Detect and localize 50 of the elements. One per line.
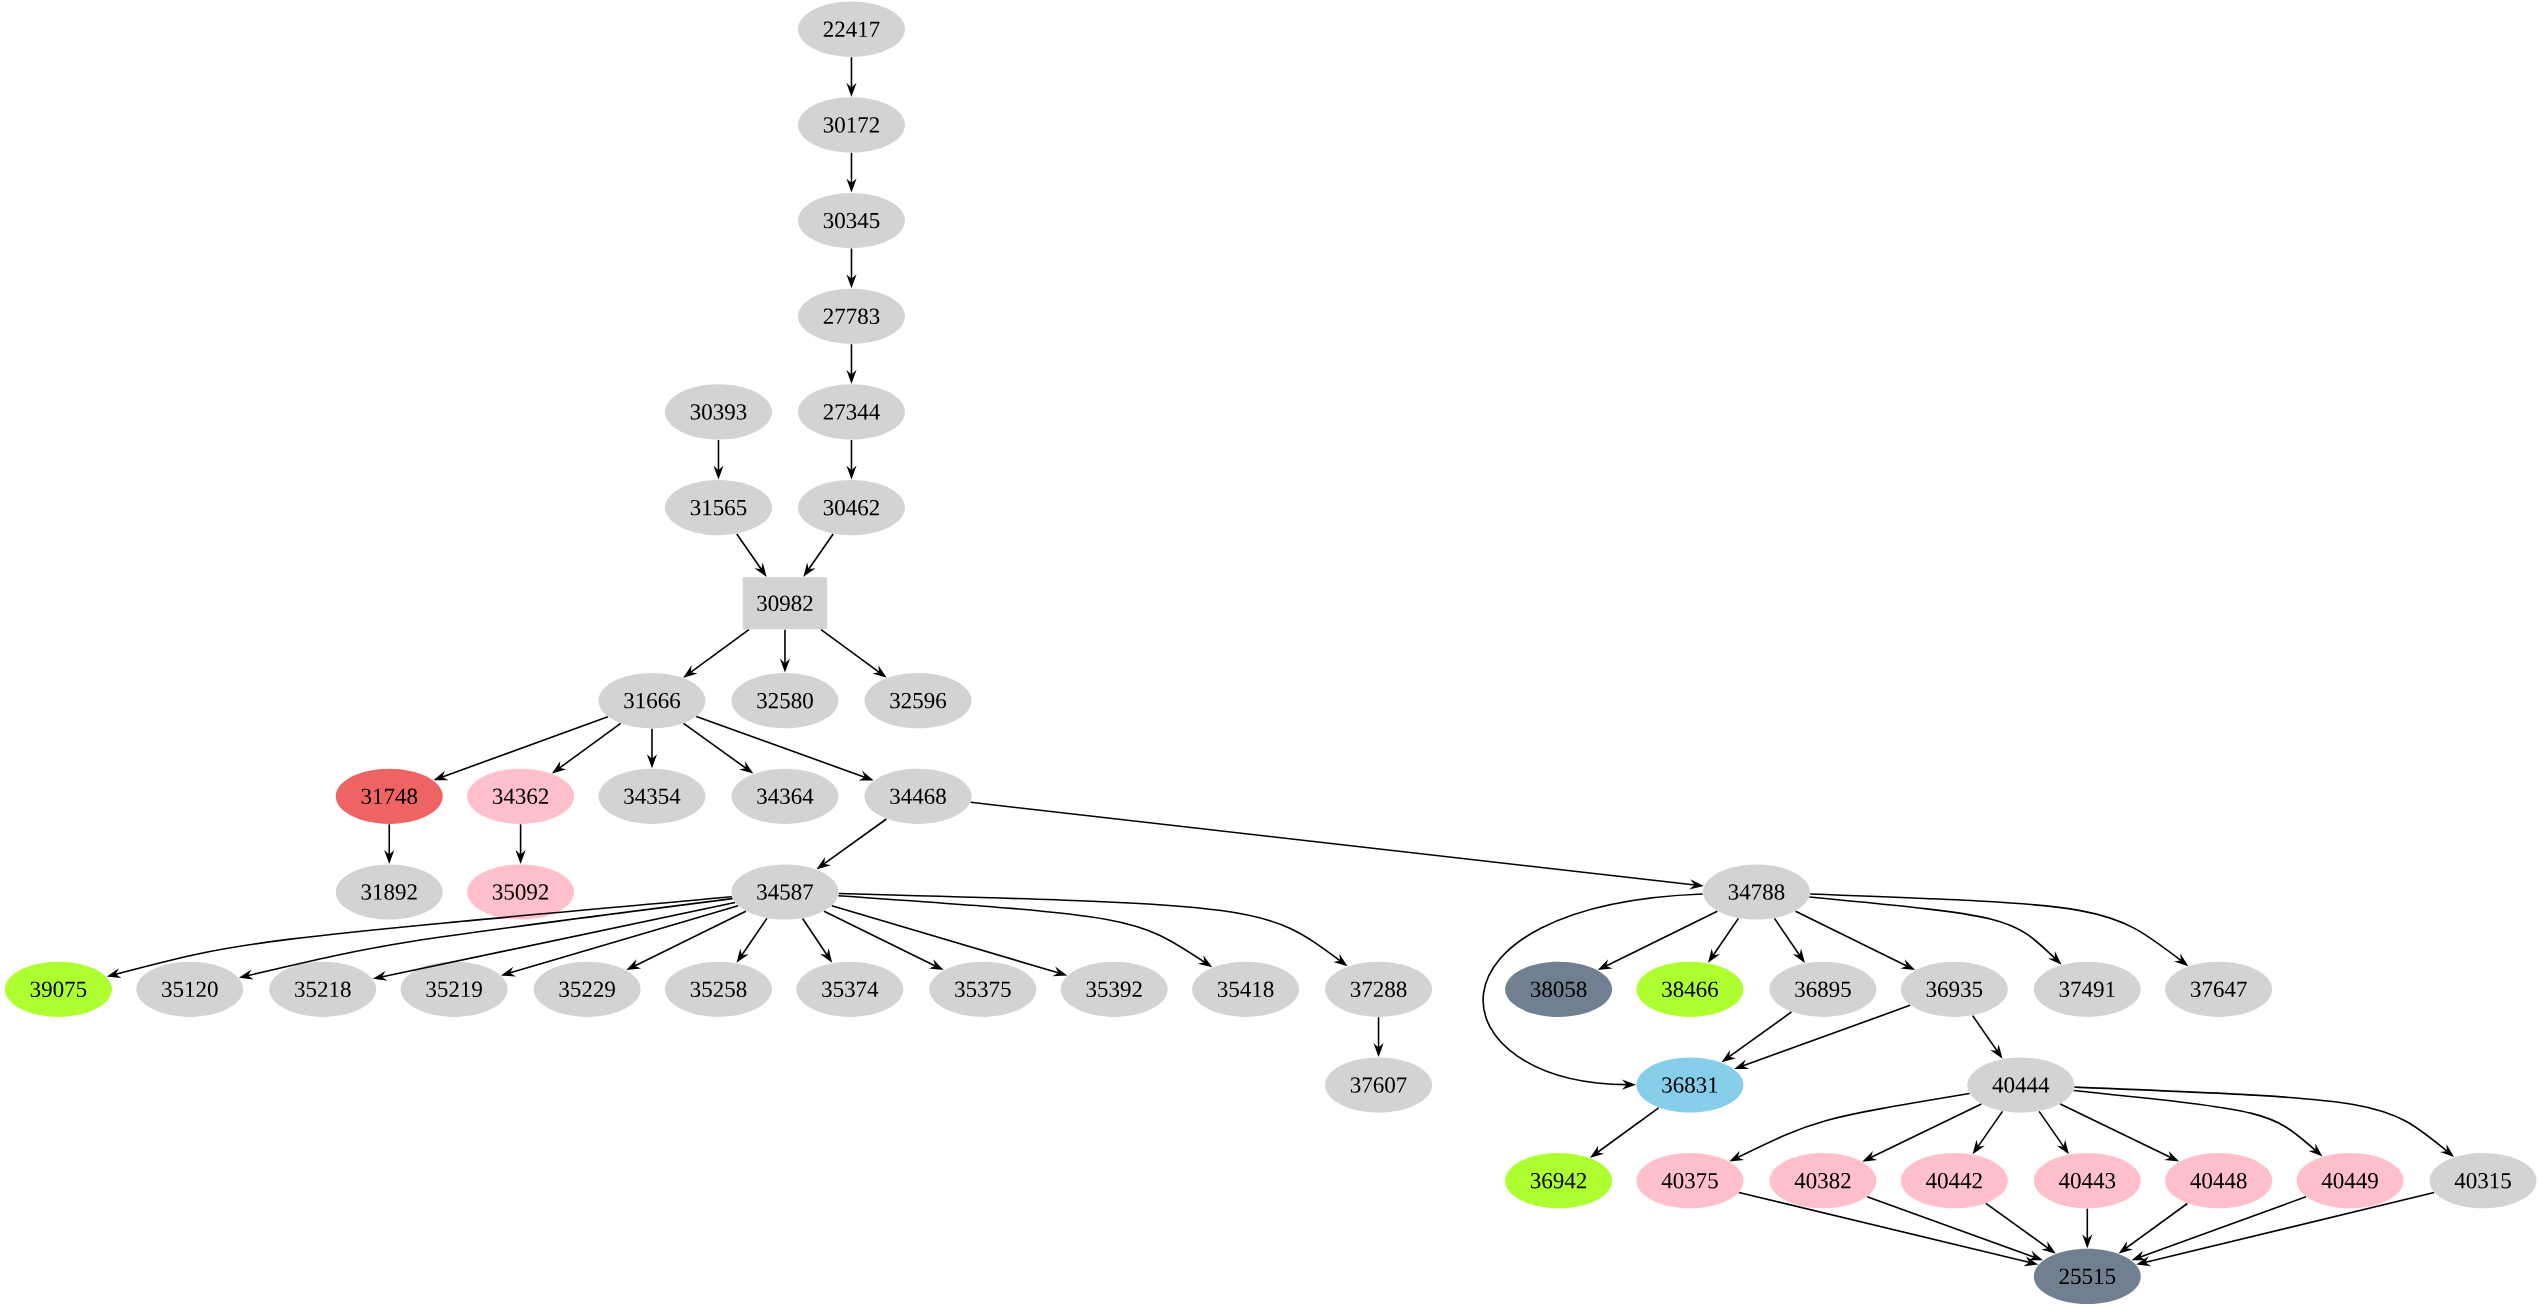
ellipse-node: 40315 [2429, 1153, 2537, 1209]
ellipse-node: 37607 [1325, 1057, 1433, 1113]
ellipse-node: 40442 [1900, 1153, 2008, 1209]
ellipse-node: 27783 [797, 288, 905, 344]
ellipse-node: 34587 [731, 864, 839, 920]
ellipse-node: 36935 [1900, 961, 2008, 1017]
ellipse-node: 36942 [1505, 1153, 1613, 1209]
ellipse-node: 34468 [864, 768, 972, 824]
ellipse-node: 30462 [797, 479, 905, 536]
ellipse-node: 35374 [796, 961, 904, 1017]
ellipse-node: 40444 [1967, 1057, 2075, 1113]
ellipse-node: 37647 [2165, 961, 2273, 1017]
ellipse-node: 31748 [335, 768, 443, 824]
ellipse-node: 34788 [1702, 864, 1810, 920]
ellipse-node: 38058 [1505, 961, 1613, 1017]
ellipse-node: 35418 [1192, 961, 1300, 1017]
ellipse-node: 35229 [533, 961, 641, 1017]
ellipse-node: 35120 [136, 961, 244, 1017]
ellipse-node: 30345 [797, 192, 905, 249]
ellipse-node: 32596 [864, 672, 972, 729]
ellipse-node: 40382 [1769, 1153, 1877, 1209]
ellipse-node: 40448 [2165, 1153, 2273, 1209]
ellipse-node: 34364 [731, 768, 839, 824]
ellipse-node: 39075 [4, 961, 112, 1017]
ellipse-node: 34354 [598, 768, 706, 824]
ellipse-node: 35092 [467, 864, 575, 920]
ellipse-node: 22417 [797, 1, 905, 57]
ellipse-node: 35375 [929, 961, 1037, 1017]
ellipse-node: 30172 [797, 97, 905, 153]
ellipse-node: 37288 [1325, 961, 1433, 1017]
process-box: 30982 [742, 577, 828, 630]
ellipse-node: 25515 [2033, 1248, 2141, 1304]
ellipse-node: 31892 [335, 864, 443, 920]
ellipse-node: 30393 [664, 384, 772, 440]
ellipse-node: 31565 [664, 479, 772, 536]
ellipse-node: 40375 [1636, 1153, 1744, 1209]
ellipse-node: 35219 [400, 961, 508, 1017]
ellipse-node: 36895 [1769, 961, 1877, 1017]
ellipse-node: 35392 [1060, 961, 1168, 1017]
ellipse-node: 35258 [664, 961, 772, 1017]
ellipse-node: 40449 [2296, 1153, 2404, 1209]
ellipse-node: 40443 [2033, 1153, 2141, 1209]
ellipse-node: 27344 [797, 384, 905, 440]
ellipse-node: 36831 [1636, 1057, 1744, 1113]
ellipse-node: 34362 [467, 768, 575, 824]
ellipse-node: 31666 [598, 672, 706, 729]
ellipse-node: 38466 [1636, 961, 1744, 1017]
ellipse-node: 35218 [269, 961, 377, 1017]
ellipse-node: 32580 [731, 672, 839, 729]
ellipse-node: 37491 [2033, 961, 2141, 1017]
